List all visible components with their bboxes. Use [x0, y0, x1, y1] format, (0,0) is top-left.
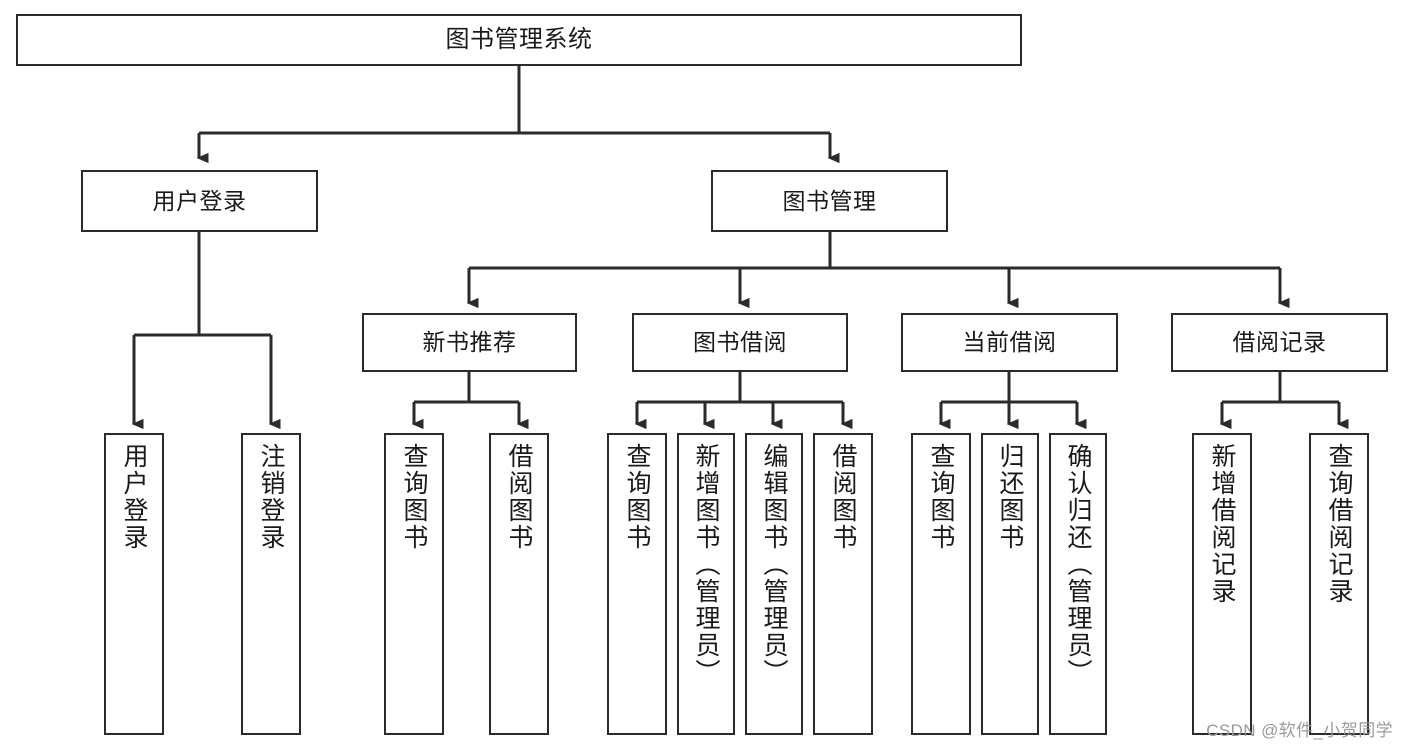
- leaf-user-login-label: 用户登录: [120, 443, 148, 551]
- leaf-borrow-book-1[interactable]: 借阅图书: [489, 433, 549, 735]
- node-root-label: 图书管理系统: [445, 26, 593, 54]
- node-current-borrow[interactable]: 当前借阅: [901, 313, 1118, 372]
- leaf-query-book-3-label: 查询图书: [927, 443, 955, 551]
- node-user-login[interactable]: 用户登录: [81, 170, 318, 232]
- leaf-borrow-book-2-label: 借阅图书: [829, 443, 857, 551]
- leaf-query-record-label: 查询借阅记录: [1325, 443, 1353, 605]
- leaf-add-book-label: 新增图书（管理员）: [692, 443, 720, 686]
- node-borrow-record-label: 借阅记录: [1232, 329, 1327, 356]
- leaf-borrow-book-2[interactable]: 借阅图书: [813, 433, 873, 735]
- node-book-borrow[interactable]: 图书借阅: [632, 313, 848, 372]
- leaf-query-book-2[interactable]: 查询图书: [607, 433, 667, 735]
- leaf-query-record[interactable]: 查询借阅记录: [1309, 433, 1369, 735]
- watermark-text: CSDN @软件_小贺同学: [1206, 721, 1393, 740]
- leaf-confirm-return[interactable]: 确认归还（管理员）: [1049, 433, 1107, 735]
- node-book-manage-label: 图书管理: [782, 187, 877, 214]
- leaf-logout[interactable]: 注销登录: [241, 433, 301, 735]
- node-new-book-recommend-label: 新书推荐: [422, 329, 517, 356]
- node-book-borrow-label: 图书借阅: [693, 329, 787, 356]
- node-user-login-label: 用户登录: [152, 187, 247, 214]
- node-book-manage[interactable]: 图书管理: [711, 170, 948, 232]
- node-current-borrow-label: 当前借阅: [962, 329, 1057, 356]
- leaf-add-record[interactable]: 新增借阅记录: [1192, 433, 1252, 735]
- leaf-query-book-1-label: 查询图书: [400, 443, 428, 551]
- leaf-query-book-3[interactable]: 查询图书: [911, 433, 971, 735]
- leaf-borrow-book-1-label: 借阅图书: [505, 443, 533, 551]
- leaf-logout-label: 注销登录: [257, 443, 285, 551]
- leaf-confirm-return-label: 确认归还（管理员）: [1064, 443, 1092, 686]
- leaf-return-book-label: 归还图书: [996, 443, 1024, 551]
- leaf-edit-book[interactable]: 编辑图书（管理员）: [745, 433, 803, 735]
- leaf-edit-book-label: 编辑图书（管理员）: [760, 443, 788, 686]
- leaf-add-book[interactable]: 新增图书（管理员）: [677, 433, 735, 735]
- node-borrow-record[interactable]: 借阅记录: [1171, 313, 1388, 372]
- leaf-query-book-2-label: 查询图书: [623, 443, 651, 551]
- leaf-add-record-label: 新增借阅记录: [1208, 443, 1236, 605]
- node-new-book-recommend[interactable]: 新书推荐: [362, 313, 577, 372]
- leaf-return-book[interactable]: 归还图书: [981, 433, 1039, 735]
- leaf-query-book-1[interactable]: 查询图书: [384, 433, 444, 735]
- leaf-user-login[interactable]: 用户登录: [104, 433, 164, 735]
- node-root[interactable]: 图书管理系统: [16, 14, 1022, 66]
